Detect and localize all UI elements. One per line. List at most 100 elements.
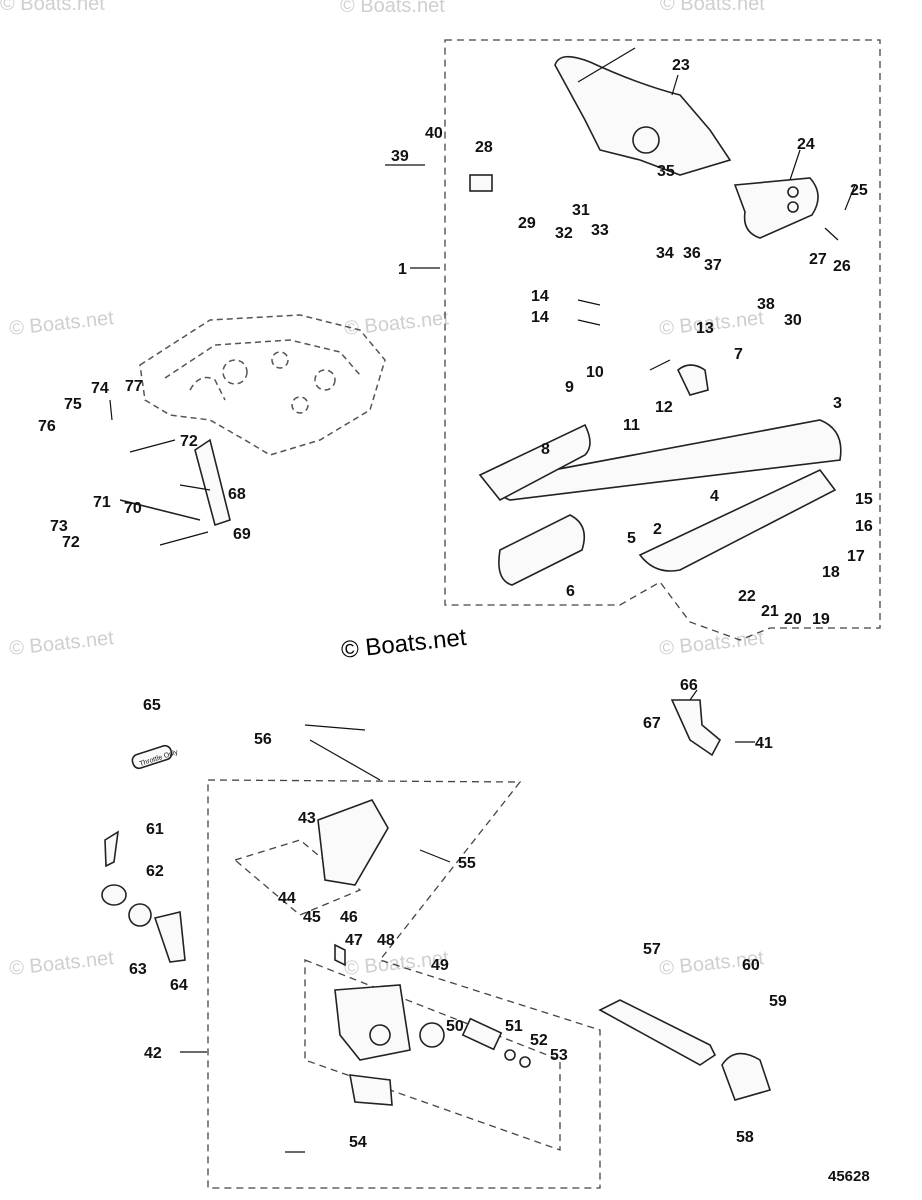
part-label: 74	[91, 380, 109, 397]
part-label: 42	[144, 1045, 162, 1062]
part-label: 58	[736, 1129, 754, 1146]
switch-part	[469, 174, 493, 192]
copyright-text: © Boats.net	[340, 624, 468, 664]
part-label: 50	[446, 1018, 464, 1035]
leader-lines	[109, 47, 856, 1153]
lower-assembly-boundary	[207, 779, 601, 1189]
part-label: 7	[734, 346, 743, 363]
part-label: 6	[566, 583, 575, 600]
part-label: 32	[555, 225, 573, 242]
part-label: 48	[377, 932, 395, 949]
part-label: 8	[541, 441, 550, 458]
part-label: 13	[696, 320, 714, 337]
part-label: 44	[278, 890, 296, 907]
watermark: © Boats.net	[8, 307, 115, 340]
part-label: 3	[833, 395, 842, 412]
part-label: 31	[572, 202, 590, 219]
watermark: © Boats.net	[658, 627, 765, 660]
shaft-57	[598, 999, 717, 1066]
watermark: © Boats.net	[0, 0, 105, 15]
part-label: 46	[340, 909, 358, 926]
part-label: 2	[653, 521, 662, 538]
part-label: 25	[850, 182, 868, 199]
throttle-cam	[677, 364, 709, 396]
part-label: 54	[349, 1134, 367, 1151]
part-label: 67	[643, 715, 661, 732]
shaft-subgroup	[304, 959, 561, 1151]
diagram-number: 45628	[828, 1168, 870, 1185]
part-label: 29	[518, 215, 536, 232]
part-label: 33	[591, 222, 609, 239]
part-label: 56	[254, 731, 272, 748]
part-label: 37	[704, 257, 722, 274]
part-label: 21	[761, 603, 779, 620]
part-label: 59	[769, 993, 787, 1010]
part-label: 66	[680, 677, 698, 694]
part-label: 55	[458, 855, 476, 872]
part-label: 69	[233, 526, 251, 543]
detent-58	[721, 1052, 772, 1101]
part-label: 64	[170, 977, 188, 994]
part-label: 35	[657, 163, 675, 180]
part-label: 53	[550, 1047, 568, 1064]
watermark: © Boats.net	[660, 0, 765, 15]
part-label: 70	[124, 500, 142, 517]
part-label: 61	[146, 821, 164, 838]
part-label: 1	[398, 261, 407, 278]
throttle-plate	[131, 744, 173, 770]
part-label: 15	[855, 491, 873, 508]
part-label: 18	[822, 564, 840, 581]
watermark: © Boats.net	[8, 947, 115, 980]
watermark: © Boats.net	[343, 307, 450, 340]
part-label: 12	[655, 399, 673, 416]
bracket-66	[670, 699, 722, 757]
tiller-handle-parts: Throttle Only	[101, 55, 842, 1106]
part-label: 23	[672, 57, 690, 74]
part-label: 27	[809, 251, 827, 268]
part-label: 41	[755, 735, 773, 752]
part-label: 39	[391, 148, 409, 165]
part-label: 62	[146, 863, 164, 880]
watermark: © Boats.net	[8, 627, 115, 660]
part-label: 10	[586, 364, 604, 381]
part-label: 28	[475, 139, 493, 156]
part-label: 76	[38, 418, 56, 435]
part-label: 16	[855, 518, 873, 535]
part-label: 51	[505, 1018, 523, 1035]
part-label: 73	[50, 518, 68, 535]
upper-assembly-boundary	[444, 39, 881, 641]
tiller-bracket-plate	[733, 177, 819, 239]
part-label: 45	[303, 909, 321, 926]
part-label: 38	[757, 296, 775, 313]
part-label: 43	[298, 810, 316, 827]
tiller-arm	[554, 55, 732, 176]
part-label: 52	[530, 1032, 548, 1049]
watermark: © Boats.net	[340, 0, 445, 17]
part-label: 77	[125, 378, 143, 395]
part-label: 26	[833, 258, 851, 275]
lower-bracket	[334, 984, 411, 1061]
bracket-subgroup	[233, 839, 362, 916]
part-label: 34	[656, 245, 674, 262]
part-label: 40	[425, 125, 443, 142]
part-label: 57	[643, 941, 661, 958]
part-label: 72	[180, 433, 198, 450]
twist-grip	[498, 514, 586, 586]
part-label: 22	[738, 588, 756, 605]
part-labels: 1 2 3 4 5 6 7 8 9 10 11 12 13 14 14 15 1…	[38, 57, 873, 1151]
part-label: 19	[812, 611, 830, 628]
engine-block-outline	[139, 314, 386, 456]
part-label: 11	[623, 417, 640, 434]
part-label: 17	[847, 548, 865, 565]
part-label: 4	[710, 488, 719, 505]
part-label: 30	[784, 312, 802, 329]
part-label: 9	[565, 379, 574, 396]
part-label: 63	[129, 961, 147, 978]
part-label: 65	[143, 697, 161, 714]
part-label: 72	[62, 534, 80, 551]
part-label: 68	[228, 486, 246, 503]
part-label: 49	[431, 957, 449, 974]
part-label: 14	[531, 309, 549, 326]
part-label: 14	[531, 288, 549, 305]
